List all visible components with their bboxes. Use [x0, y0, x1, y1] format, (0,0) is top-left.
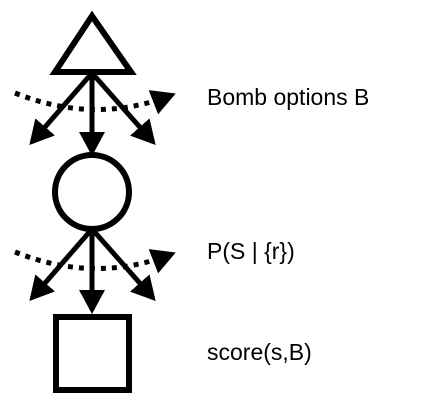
upper-left-arrow	[29, 71, 94, 146]
upper-dotted-arc	[14, 90, 176, 115]
triangle-node	[49, 10, 137, 75]
score-label: score(s,B)	[207, 339, 312, 365]
square-node	[53, 314, 132, 393]
bomb-options-label: Bomb options B	[207, 84, 369, 110]
lower-dotted-arc	[14, 249, 176, 274]
circle-node	[52, 152, 132, 232]
upper-right-arrow	[90, 71, 156, 145]
lower-right-arrow	[90, 227, 156, 301]
probability-label: P(S | {r})	[207, 238, 295, 264]
